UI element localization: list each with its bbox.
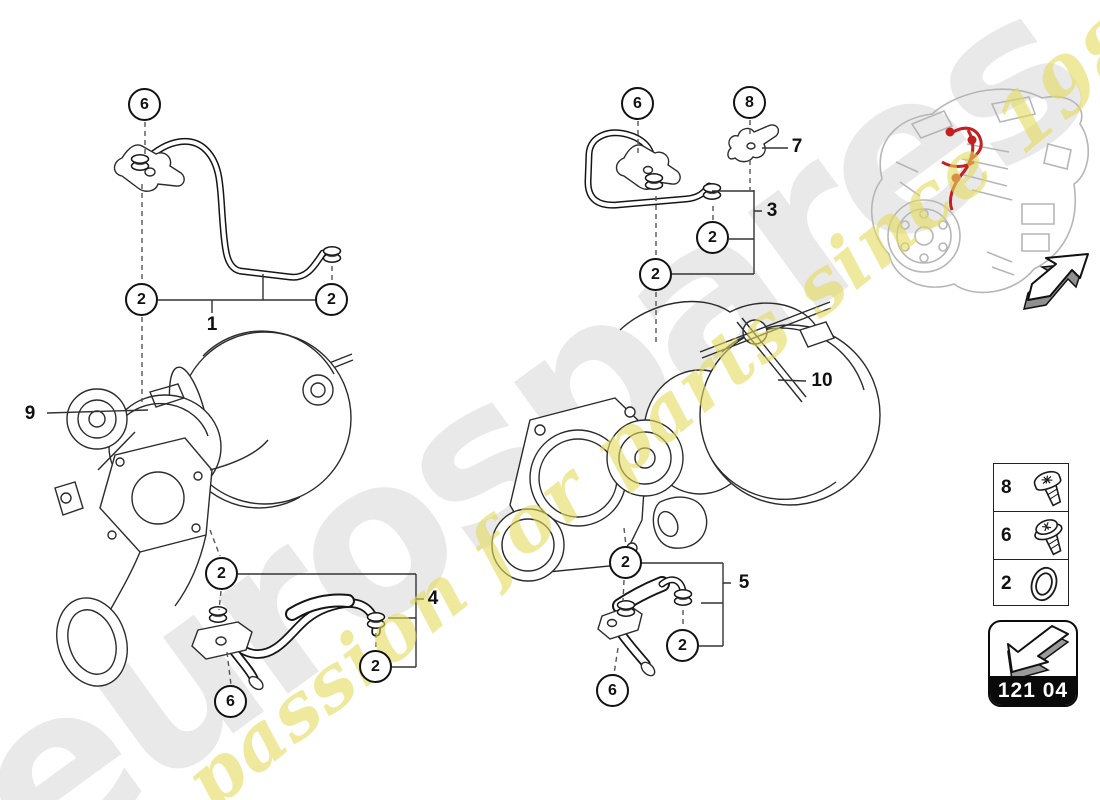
coolant-pipe-1-drawing bbox=[113, 137, 342, 281]
turbocharger-left-drawing bbox=[54, 330, 354, 687]
callout-pipe1-item2-right[interactable]: 2 bbox=[315, 283, 348, 316]
callout-pipe4-item2-left[interactable]: 2 bbox=[205, 557, 238, 590]
part-label-9[interactable]: 9 bbox=[24, 403, 36, 424]
part-label-5[interactable]: 5 bbox=[738, 572, 750, 593]
callout-pipe3-item2-upper[interactable]: 2 bbox=[696, 221, 729, 254]
callout-pipe5-item6[interactable]: 6 bbox=[596, 674, 629, 707]
part-label-4[interactable]: 4 bbox=[427, 588, 439, 609]
part-group-code: 121 04 bbox=[990, 676, 1076, 705]
callout-bracket-lines bbox=[46, 147, 807, 668]
legend-row-8: 8 bbox=[994, 464, 1068, 512]
coolant-pipe-5-drawing bbox=[597, 576, 693, 677]
flange-screw-icon bbox=[1017, 514, 1068, 558]
pan-head-screw-icon bbox=[1017, 466, 1068, 510]
part-label-1[interactable]: 1 bbox=[206, 314, 218, 335]
callout-pipe1-item2-left[interactable]: 2 bbox=[125, 283, 158, 316]
legend-row-6: 6 bbox=[994, 512, 1068, 560]
callout-pipe1-item6[interactable]: 6 bbox=[128, 88, 161, 121]
part-label-10[interactable]: 10 bbox=[811, 370, 833, 391]
nav-arrow-icon[interactable] bbox=[1022, 253, 1089, 310]
callout-pipe5-item2-lower[interactable]: 2 bbox=[666, 629, 699, 662]
callout-pipe3-item2-lower[interactable]: 2 bbox=[639, 258, 672, 291]
group-arrow-icon bbox=[1006, 625, 1070, 681]
legend-number-8: 8 bbox=[1001, 476, 1012, 498]
callout-pipe5-item2-upper[interactable]: 2 bbox=[609, 546, 642, 579]
callout-pipe3-item6[interactable]: 6 bbox=[621, 87, 654, 120]
legend-number-2: 2 bbox=[1001, 572, 1012, 594]
part-label-3[interactable]: 3 bbox=[766, 200, 778, 221]
legend-row-2: 2 bbox=[994, 560, 1068, 607]
coolant-pipe-4-drawing bbox=[191, 593, 386, 691]
engine-thumbnail-sketch bbox=[870, 88, 1089, 294]
callout-pipe3-item8[interactable]: 8 bbox=[733, 86, 766, 119]
part-group-box: 121 04 bbox=[988, 620, 1078, 707]
turbocharger-right-drawing bbox=[491, 300, 881, 582]
o-ring-icon bbox=[1017, 562, 1068, 606]
callout-pipe4-item6[interactable]: 6 bbox=[214, 685, 247, 718]
fastener-legend: 8 6 bbox=[993, 463, 1069, 606]
bracket-7-drawing bbox=[727, 124, 780, 163]
coolant-pipe-3-drawing bbox=[584, 129, 722, 209]
legend-number-6: 6 bbox=[1001, 524, 1012, 546]
highlighted-pipes-red bbox=[941, 126, 983, 211]
callout-pipe4-item2-right[interactable]: 2 bbox=[359, 650, 392, 683]
part-label-7[interactable]: 7 bbox=[791, 136, 803, 157]
dashed-leader-lines bbox=[141, 120, 751, 686]
